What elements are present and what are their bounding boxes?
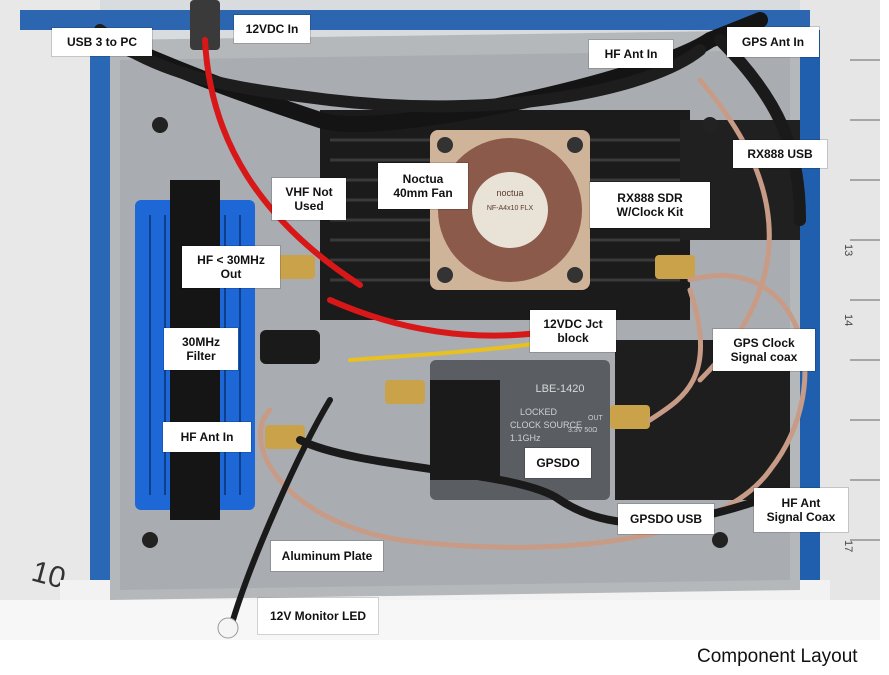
dc-jack xyxy=(190,0,220,50)
monitor-led xyxy=(217,617,239,639)
sma-hf-ant-in xyxy=(265,425,305,449)
sma-rx888-in xyxy=(655,255,695,279)
label-usb3-to-pc: USB 3 to PC xyxy=(52,28,152,56)
sma-gpsdo xyxy=(385,380,425,404)
label-vhf-not-used: VHF Not Used xyxy=(272,178,346,220)
ruler-14: 14 xyxy=(842,314,854,326)
label-noctua-fan: Noctua 40mm Fan xyxy=(378,163,468,209)
label-hf-ant-signal-coax: HF Ant Signal Coax xyxy=(754,488,848,532)
gpsdo-out-text: OUT xyxy=(588,415,604,422)
gpsdo-freq-text: 1.1GHz xyxy=(510,433,541,443)
label-rx888-usb: RX888 USB xyxy=(733,140,827,168)
label-gps-clock-coax: GPS Clock Signal coax xyxy=(713,329,815,371)
label-gpsdo: GPSDO xyxy=(525,448,591,478)
label-rx888-sdr: RX888 SDR W/Clock Kit xyxy=(590,182,710,228)
label-12v-monitor-led: 12V Monitor LED xyxy=(258,598,378,634)
label-hf-ant-in-filter: HF Ant In xyxy=(163,422,251,452)
label-aluminum-plate: Aluminum Plate xyxy=(271,541,383,571)
label-12vdc-jct-block: 12VDC Jct block xyxy=(530,310,616,352)
filter-barrel xyxy=(260,330,320,364)
label-hf-ant-in-top: HF Ant In xyxy=(589,40,673,68)
gpsdo-source-text: CLOCK SOURCE xyxy=(510,420,582,430)
sma-gpsdo-out xyxy=(610,405,650,429)
label-12vdc-in: 12VDC In xyxy=(234,15,310,43)
label-gpsdo-usb: GPSDO USB xyxy=(618,504,714,534)
fan-brand-text: noctua xyxy=(496,188,523,198)
gpsdo-brand-text: LBE-1420 xyxy=(536,383,585,395)
label-gps-ant-in: GPS Ant In xyxy=(727,27,819,57)
label-hf-out: HF < 30MHz Out xyxy=(182,246,280,288)
component-layout-photo: 13 14 17 10 noctua NF-A4x10 FLX LBE-1420… xyxy=(0,0,880,640)
sma-hf-out xyxy=(275,255,315,279)
figure-caption: Component Layout xyxy=(697,646,858,667)
ruler-13: 13 xyxy=(842,244,854,256)
gpsdo-volt-text: 3.3V 50Ω xyxy=(568,427,597,434)
gpsdo-locked-text: LOCKED xyxy=(520,407,558,417)
left-frame xyxy=(0,0,100,640)
ruler-17: 17 xyxy=(842,540,854,552)
label-30mhz-filter: 30MHz Filter xyxy=(164,328,238,370)
fan-model-text: NF-A4x10 FLX xyxy=(487,205,534,212)
